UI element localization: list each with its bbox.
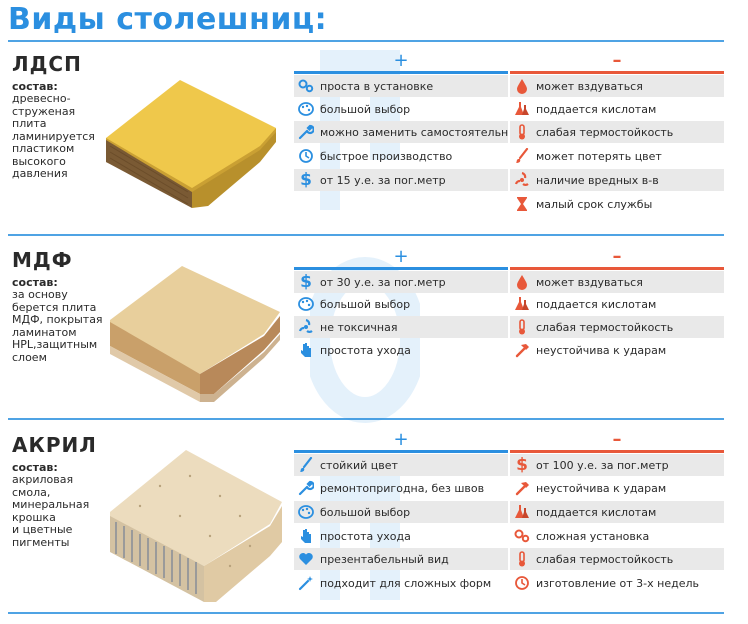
con-item: наличие вредных в-в (510, 169, 724, 191)
section-title: АКРИЛ (12, 433, 97, 457)
pro-item: быстрое производство (294, 145, 508, 167)
hazard-icon (510, 169, 534, 191)
cons-header: – (612, 429, 622, 450)
dollar-icon: $ (300, 170, 312, 190)
con-item: поддается кислотам (510, 501, 724, 523)
divider (8, 418, 724, 420)
palette-icon (294, 98, 318, 120)
hand-icon (294, 525, 318, 547)
con-item: $ от 100 у.е. за пог.метр (510, 454, 724, 476)
hammer-icon (510, 339, 534, 361)
con-item: поддается кислотам (510, 293, 724, 315)
pro-item: большой выбор (294, 98, 508, 120)
drop-icon (510, 75, 534, 97)
clock-icon (294, 145, 318, 167)
dollar-icon: $ (516, 455, 528, 475)
pro-item: презентабельный вид (294, 548, 508, 570)
heart-icon (294, 548, 318, 570)
cons-underline (510, 450, 724, 453)
divider (8, 40, 724, 42)
pro-item: $ от 30 у.е. за пог.метр (294, 271, 508, 293)
acryl-slab-image (110, 450, 282, 602)
con-item: неустойчива к ударам (510, 339, 724, 361)
dollar-icon: $ (300, 272, 312, 292)
brush-icon (294, 454, 318, 476)
con-item: неустойчива к ударам (510, 477, 724, 499)
pro-item: стойкий цвет (294, 454, 508, 476)
pro-item: проста в установке (294, 75, 508, 97)
composition-label: состав: (12, 461, 58, 474)
thermometer-icon (510, 548, 534, 570)
con-item: изготовление от 3-х недель (510, 572, 724, 594)
pro-item: можно заменить самостоятельно (294, 121, 508, 143)
pros-header: + (393, 429, 409, 450)
pro-item: $ от 15 у.е. за пог.метр (294, 169, 508, 191)
pros-underline (294, 267, 508, 270)
con-item: слабая термостойкость (510, 316, 724, 338)
page-title: Виды столешниц: (8, 2, 328, 37)
flask-icon (510, 501, 534, 523)
con-item: может вздуваться (510, 271, 724, 293)
clock-icon (510, 572, 534, 594)
brush-icon (510, 145, 534, 167)
mdf-slab-image (110, 266, 280, 402)
hand-icon (294, 339, 318, 361)
pros-underline (294, 450, 508, 453)
con-item: сложная установка (510, 525, 724, 547)
gears-icon (510, 525, 534, 547)
nontoxic-icon (294, 316, 318, 338)
con-item: слабая термостойкость (510, 548, 724, 570)
pros-underline (294, 71, 508, 74)
pros-header: + (393, 50, 409, 71)
thermometer-icon (510, 316, 534, 338)
pro-item: большой выбор (294, 293, 508, 315)
pro-item: большой выбор (294, 501, 508, 523)
wrench-icon (294, 477, 318, 499)
cons-header: – (612, 246, 622, 267)
composition-label: состав: (12, 276, 58, 289)
con-item: поддается кислотам (510, 98, 724, 120)
con-item: слабая термостойкость (510, 121, 724, 143)
ldsp-slab-image (106, 80, 276, 208)
pro-item: ремонтопригодна, без швов (294, 477, 508, 499)
flask-icon (510, 98, 534, 120)
drop-icon (510, 271, 534, 293)
con-item: может вздуваться (510, 75, 724, 97)
section-title: МДФ (12, 248, 73, 272)
palette-icon (294, 293, 318, 315)
section-title: ЛДСП (12, 52, 82, 76)
pro-item: подходит для сложных форм (294, 572, 508, 594)
cons-underline (510, 71, 724, 74)
composition-label: состав: (12, 80, 58, 93)
gears-icon (294, 75, 318, 97)
con-item: может потерять цвет (510, 145, 724, 167)
cons-underline (510, 267, 724, 270)
hammer-icon (510, 477, 534, 499)
pro-item: не токсичная (294, 316, 508, 338)
pro-item: простота ухода (294, 339, 508, 361)
cons-header: – (612, 50, 622, 71)
magic-icon (294, 572, 318, 594)
divider (8, 612, 724, 614)
palette-icon (294, 501, 318, 523)
thermometer-icon (510, 121, 534, 143)
divider (8, 234, 724, 236)
flask-icon (510, 293, 534, 315)
pro-item: простота ухода (294, 525, 508, 547)
hourglass-icon (510, 193, 534, 215)
wrench-icon (294, 121, 318, 143)
con-item: малый срок службы (510, 193, 724, 215)
pros-header: + (393, 246, 409, 267)
